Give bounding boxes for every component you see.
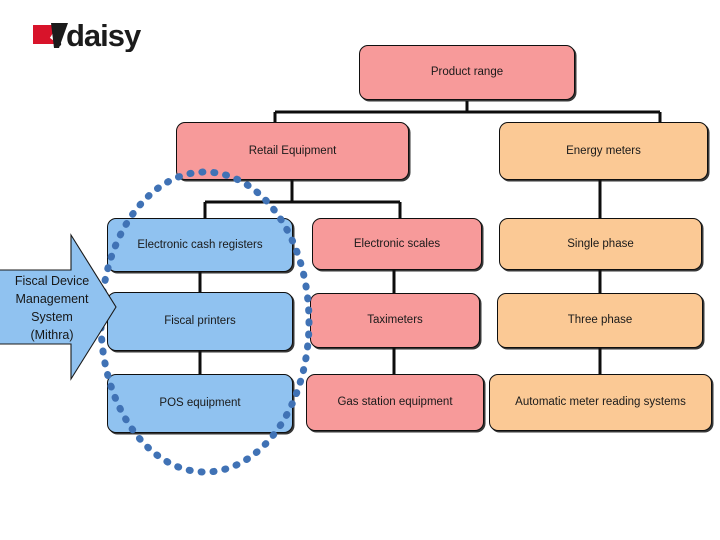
logo-mark-red2 xyxy=(33,25,58,44)
node-label: Gas station equipment xyxy=(337,396,453,409)
node-electronic-scales[interactable]: Electronic scales xyxy=(312,218,482,270)
node-retail-equipment[interactable]: Retail Equipment xyxy=(176,122,409,180)
node-label: Product range xyxy=(430,66,504,79)
node-three-phase[interactable]: Three phase xyxy=(497,293,703,348)
mithra-callout-arrow[interactable] xyxy=(0,228,118,386)
node-label: Fiscal printers xyxy=(164,315,236,328)
node-label: Single phase xyxy=(567,237,634,250)
node-label: Taximeters xyxy=(367,314,423,327)
node-pos-equipment[interactable]: POS equipment xyxy=(107,374,293,433)
node-product-range[interactable]: Product range xyxy=(359,45,575,100)
node-electronic-cash-registers[interactable]: Electronic cash registers xyxy=(107,218,293,272)
node-label: Electronic scales xyxy=(353,237,441,250)
node-label: Three phase xyxy=(567,314,633,327)
logo-mark-black-tri xyxy=(54,24,66,43)
logo-wordmark: daisy xyxy=(66,18,142,52)
node-fiscal-printers[interactable]: Fiscal printers xyxy=(107,292,293,351)
node-automatic-meter-reading-systems[interactable]: Automatic meter reading systems xyxy=(489,374,712,431)
node-label: POS equipment xyxy=(159,397,241,410)
node-taximeters[interactable]: Taximeters xyxy=(310,293,480,348)
node-label: Energy meters xyxy=(566,144,641,157)
node-label: Automatic meter reading systems xyxy=(515,396,686,409)
node-gas-station-equipment[interactable]: Gas station equipment xyxy=(306,374,484,431)
node-single-phase[interactable]: Single phase xyxy=(499,218,702,270)
node-energy-meters[interactable]: Energy meters xyxy=(499,122,708,180)
daisy-logo-svg: daisy xyxy=(32,18,143,53)
node-label: Electronic cash registers xyxy=(137,238,263,251)
logo-mark-dot xyxy=(56,41,62,47)
daisy-logo: daisy xyxy=(30,18,170,53)
node-label: Retail Equipment xyxy=(248,144,337,157)
callout-arrow-shape xyxy=(0,233,117,381)
